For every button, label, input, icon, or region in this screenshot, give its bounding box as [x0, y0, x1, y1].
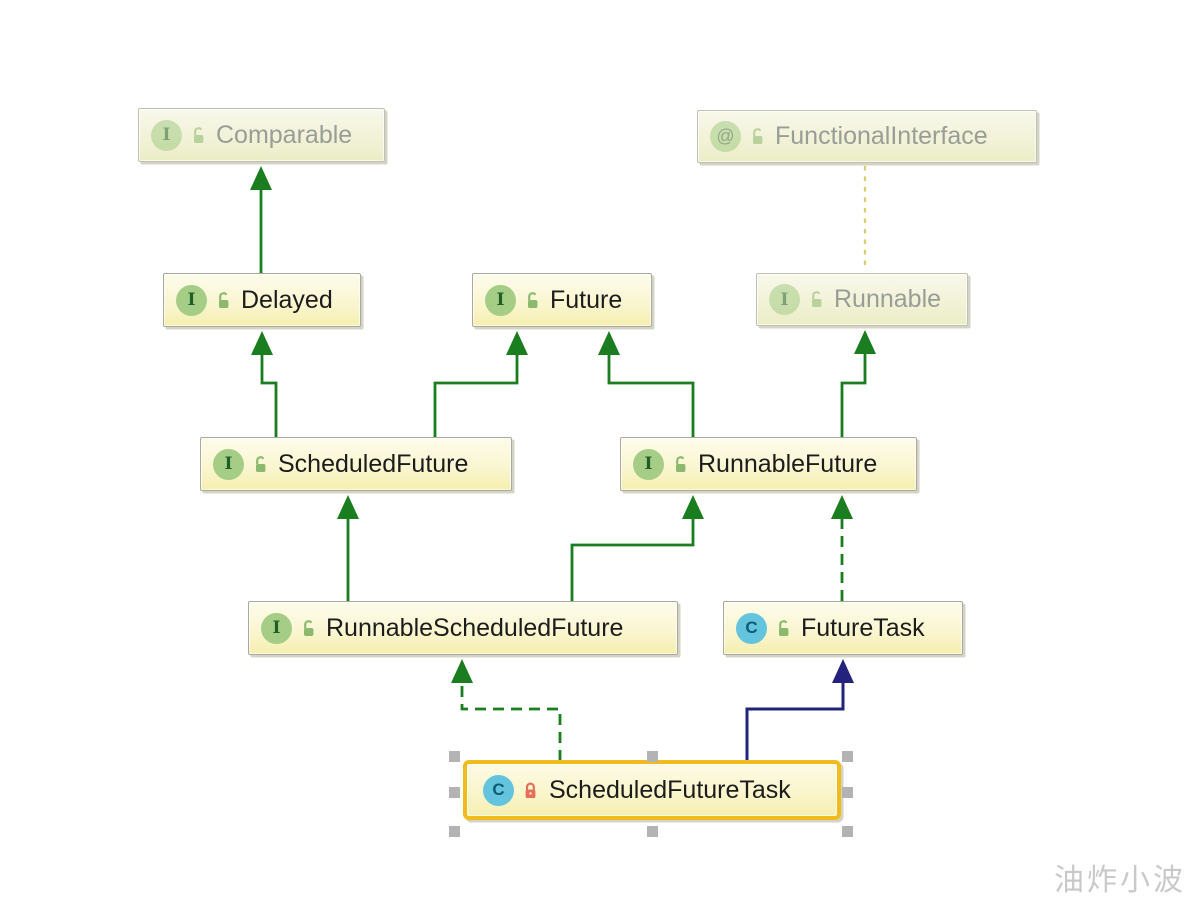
open-lock-icon — [524, 291, 540, 310]
node-label: ScheduledFuture — [278, 449, 469, 478]
node-scheduledfuture[interactable]: I ScheduledFuture — [200, 437, 512, 491]
edge-scheduledfuturetask-extends-futuretask[interactable] — [745, 659, 854, 761]
annotation-icon: @ — [710, 121, 741, 152]
edge-scheduledfuturetask-implements-runnablescheduledfuture[interactable] — [451, 659, 562, 761]
edge-futuretask-implements-runnablefuture[interactable] — [831, 495, 853, 601]
watermark-text: 油炸小波 — [1054, 864, 1186, 897]
node-runnablescheduledfuture[interactable]: I RunnableScheduledFuture — [248, 601, 678, 655]
selection-handle-top-right[interactable] — [842, 751, 853, 762]
selection-handle-mid-right[interactable] — [842, 787, 853, 798]
interface-icon: I — [261, 612, 292, 644]
interface-icon: I — [176, 284, 207, 316]
node-runnablefuture[interactable]: I RunnableFuture — [620, 437, 917, 491]
edge-delayed-extends-comparable[interactable] — [250, 166, 272, 273]
class-icon: C — [483, 774, 514, 806]
node-label: FutureTask — [801, 613, 925, 642]
node-label: RunnableFuture — [698, 449, 878, 478]
node-comparable[interactable]: I Comparable — [138, 108, 385, 162]
edge-runnablescheduledfuture-extends-scheduledfuture[interactable] — [337, 495, 359, 601]
selection-handle-mid-left[interactable] — [449, 787, 460, 798]
node-delayed[interactable]: I Delayed — [163, 273, 361, 327]
node-future[interactable]: I Future — [472, 273, 652, 327]
edge-scheduledfuture-extends-future[interactable] — [433, 331, 528, 437]
edge-runnablefuture-extends-future[interactable] — [598, 331, 695, 437]
selection-handle-bottom-center[interactable] — [647, 826, 658, 837]
edge-scheduledfuture-extends-delayed[interactable] — [251, 331, 278, 437]
node-futuretask[interactable]: C FutureTask — [723, 601, 963, 655]
open-lock-icon — [808, 290, 824, 309]
selection-handle-top-center[interactable] — [647, 751, 658, 762]
interface-icon: I — [769, 284, 800, 315]
selection-handle-bottom-left[interactable] — [449, 826, 460, 837]
open-lock-icon — [775, 619, 791, 638]
open-lock-icon — [300, 619, 316, 638]
closed-lock-icon — [522, 781, 539, 800]
node-label: Future — [550, 285, 623, 314]
node-label: RunnableScheduledFuture — [326, 613, 624, 642]
node-runnable[interactable]: I Runnable — [756, 273, 968, 326]
node-label: Delayed — [241, 285, 333, 314]
open-lock-icon — [215, 291, 231, 310]
open-lock-icon — [252, 455, 268, 474]
node-label: Runnable — [834, 285, 942, 313]
node-functionalinterface[interactable]: @ FunctionalInterface — [697, 110, 1037, 163]
class-icon: C — [736, 612, 767, 644]
interface-icon: I — [213, 448, 244, 480]
open-lock-icon — [190, 126, 206, 145]
node-label: Comparable — [216, 120, 353, 149]
interface-icon: I — [485, 284, 516, 316]
edge-runnablefuture-extends-runnable[interactable] — [840, 330, 876, 437]
open-lock-icon — [672, 455, 688, 474]
open-lock-icon — [749, 127, 765, 146]
selection-handle-top-left[interactable] — [449, 751, 460, 762]
node-label: FunctionalInterface — [775, 122, 988, 150]
edge-runnablescheduledfuture-extends-runnablefuture[interactable] — [570, 495, 704, 601]
interface-icon: I — [151, 119, 182, 151]
node-scheduledfuturetask[interactable]: C ScheduledFutureTask — [463, 760, 841, 820]
selection-handle-bottom-right[interactable] — [842, 826, 853, 837]
interface-icon: I — [633, 448, 664, 480]
node-label: ScheduledFutureTask — [549, 775, 791, 804]
